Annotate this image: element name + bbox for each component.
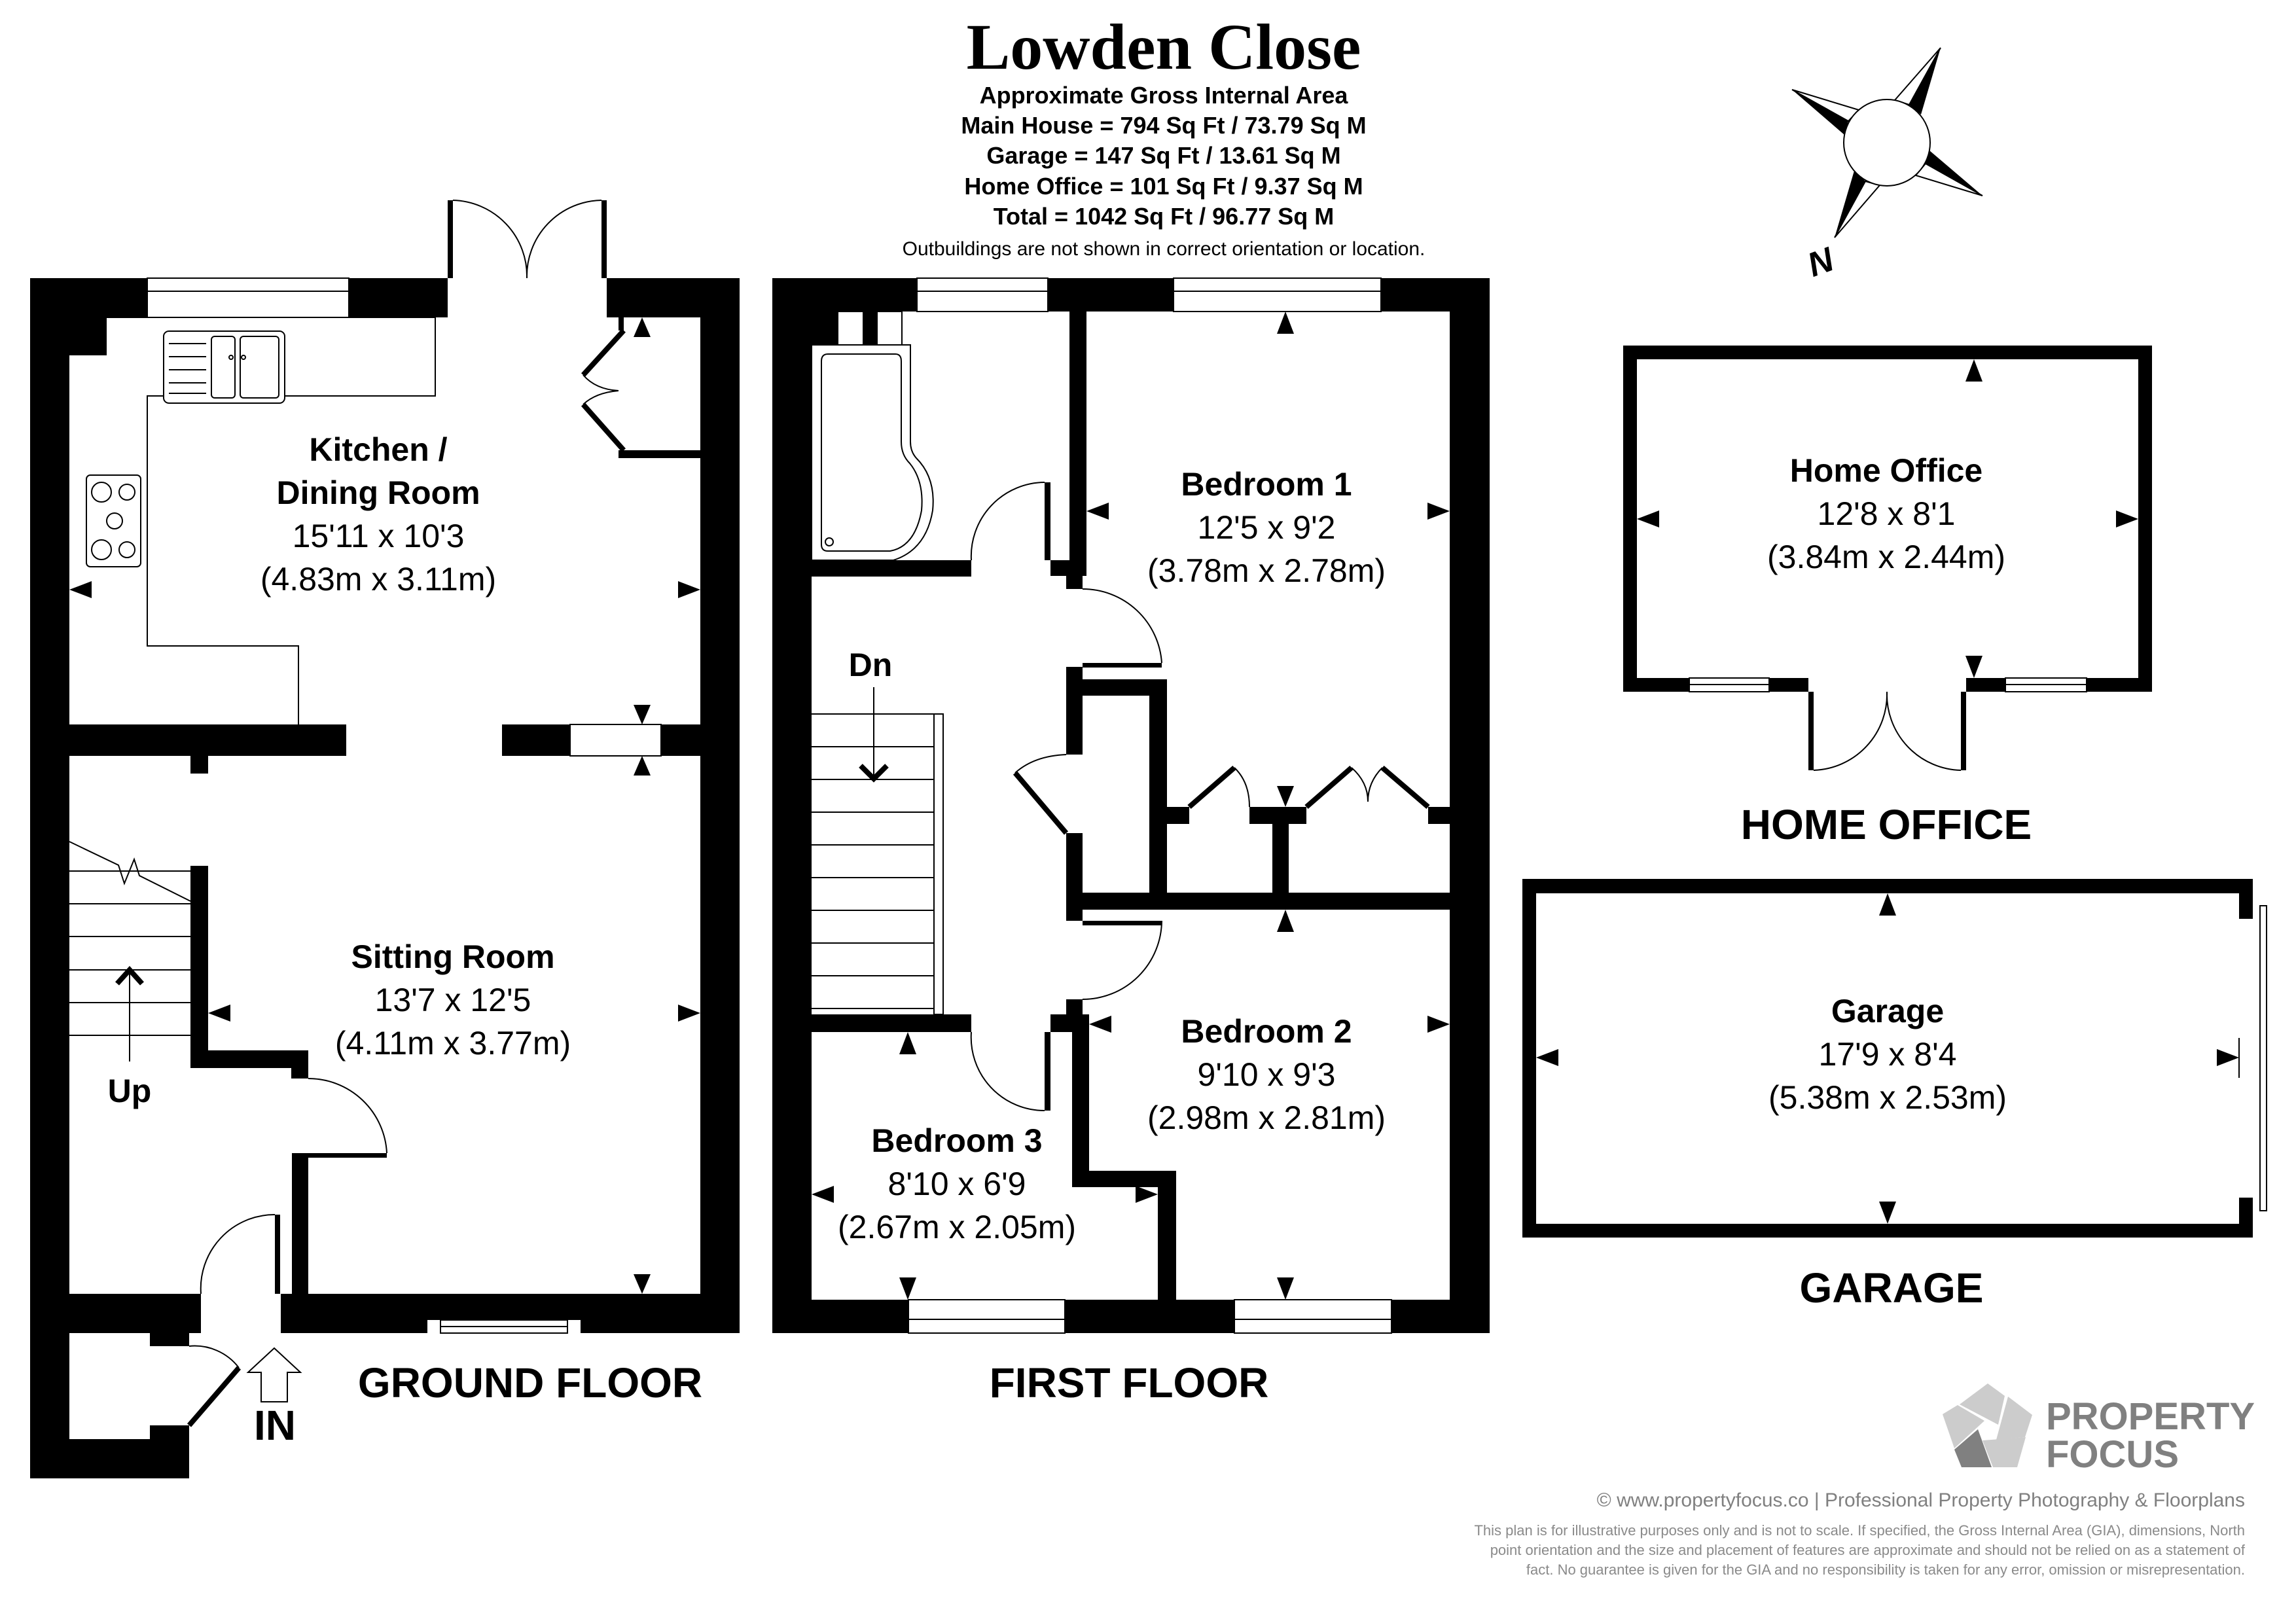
sitting-room-metric: (4.11m x 3.77m) bbox=[335, 1025, 571, 1061]
bedroom2-imperial: 9'10 x 9'3 bbox=[1198, 1056, 1336, 1093]
logo-text-focus: FOCUS bbox=[2046, 1433, 2179, 1476]
worktop-outline bbox=[107, 317, 436, 724]
bath-icon bbox=[811, 344, 934, 561]
home-office-window-left bbox=[1689, 677, 1770, 692]
ground-floor-label: GROUND FLOOR bbox=[358, 1359, 702, 1406]
area-subtitle: Approximate Gross Internal Area bbox=[980, 82, 1349, 109]
bedroom3-door bbox=[970, 1014, 1072, 1112]
sitting-room-name: Sitting Room bbox=[351, 938, 554, 975]
aperture-logo-icon bbox=[1943, 1383, 2032, 1467]
bedroom3-name: Bedroom 3 bbox=[871, 1122, 1042, 1159]
bedroom2-name: Bedroom 2 bbox=[1181, 1013, 1352, 1050]
bedroom1-imperial: 12'5 x 9'2 bbox=[1198, 509, 1336, 546]
area-main-house: Main House = 794 Sq Ft / 73.79 Sq M bbox=[961, 112, 1366, 139]
stairs-up-label: Up bbox=[108, 1073, 152, 1109]
internal-window bbox=[569, 724, 662, 757]
bedroom2-metric: (2.98m x 2.81m) bbox=[1147, 1099, 1386, 1136]
first-floor-plan: Dn bbox=[772, 277, 1490, 1406]
bedroom1-door bbox=[1082, 588, 1162, 668]
bathroom-window bbox=[916, 277, 1049, 312]
bedroom2-window bbox=[1234, 1299, 1392, 1334]
ground-floor-plan: Up bbox=[30, 200, 740, 1478]
sink-icon bbox=[163, 330, 285, 404]
orientation-note: Outbuildings are not shown in correct or… bbox=[903, 238, 1426, 260]
website-credit-link[interactable]: © www.propertyfocus.co | Professional Pr… bbox=[1597, 1489, 2245, 1511]
bathroom bbox=[811, 311, 1086, 589]
home-office-label: HOME OFFICE bbox=[1741, 801, 2032, 848]
bedroom2-door bbox=[1066, 920, 1162, 1014]
bedroom3-imperial: 8'10 x 6'9 bbox=[888, 1166, 1026, 1202]
ground-floor-stairs: Up bbox=[69, 841, 308, 1109]
bedroom1-window bbox=[1173, 277, 1382, 312]
kitchen-metric: (4.83m x 3.11m) bbox=[260, 561, 496, 597]
garage-name: Garage bbox=[1831, 993, 1944, 1029]
garage-door bbox=[2259, 905, 2267, 1211]
stairs-down-label: Dn bbox=[849, 647, 893, 683]
home-office-name: Home Office bbox=[1790, 452, 1983, 489]
north-label: N bbox=[1803, 240, 1839, 285]
garage-imperial: 17'9 x 8'4 bbox=[1819, 1036, 1957, 1073]
bedroom3-metric: (2.67m x 2.05m) bbox=[838, 1209, 1076, 1245]
bedroom1-name: Bedroom 1 bbox=[1181, 466, 1352, 503]
area-home-office: Home Office = 101 Sq Ft / 9.37 Sq M bbox=[964, 173, 1363, 200]
airing-cupboard bbox=[1013, 667, 1167, 921]
page-title: Lowden Close bbox=[967, 10, 1361, 83]
front-door bbox=[200, 1213, 280, 1294]
porch bbox=[30, 1333, 242, 1478]
bedroom1-metric: (3.78m x 2.78m) bbox=[1147, 552, 1386, 589]
area-total: Total = 1042 Sq Ft / 96.77 Sq M bbox=[994, 203, 1335, 230]
sitting-room-door bbox=[292, 1077, 387, 1294]
disclaimer-line1: This plan is for illustrative purposes o… bbox=[1474, 1522, 2245, 1539]
french-doors bbox=[448, 200, 607, 279]
sitting-room-window bbox=[440, 1319, 568, 1334]
first-floor-label: FIRST FLOOR bbox=[990, 1359, 1269, 1406]
wardrobes bbox=[1167, 765, 1450, 893]
kitchen-imperial: 15'11 x 10'3 bbox=[293, 518, 465, 554]
home-office-imperial: 12'8 x 8'1 bbox=[1818, 495, 1956, 532]
property-focus-logo: PROPERTY FOCUS bbox=[1943, 1383, 2255, 1476]
disclaimer-line2: point orientation and the size and place… bbox=[1490, 1542, 2246, 1558]
bedroom3-window bbox=[908, 1299, 1066, 1334]
home-office-plan: Home Office 12'8 x 8'1 (3.84m x 2.44m) H… bbox=[1623, 346, 2152, 848]
kitchen-name-line1: Kitchen / bbox=[309, 431, 447, 468]
garage-plan: Garage 17'9 x 8'4 (5.38m x 2.53m) GARAGE bbox=[1522, 879, 2267, 1311]
entrance-arrow-icon bbox=[246, 1347, 302, 1402]
header: Lowden Close Approximate Gross Internal … bbox=[903, 10, 1426, 260]
kitchen-window bbox=[147, 277, 350, 318]
logo-text-property: PROPERTY bbox=[2046, 1395, 2255, 1438]
home-office-metric: (3.84m x 2.44m) bbox=[1767, 539, 2005, 575]
kitchen-name-line2: Dining Room bbox=[276, 474, 480, 511]
sitting-room-imperial: 13'7 x 12'5 bbox=[375, 982, 531, 1018]
hob-icon bbox=[86, 474, 141, 567]
area-garage: Garage = 147 Sq Ft / 13.61 Sq M bbox=[986, 142, 1340, 169]
home-office-window-right bbox=[2005, 677, 2087, 692]
compass-rose-icon: N bbox=[1791, 47, 1983, 285]
first-floor-stairs: Dn bbox=[812, 647, 944, 1015]
disclaimer-line3: fact. No guarantee is given for the GIA … bbox=[1526, 1561, 2245, 1578]
garage-label: GARAGE bbox=[1800, 1264, 1984, 1311]
kitchen-cupboard bbox=[581, 317, 700, 458]
home-office-french-doors bbox=[1808, 691, 1966, 771]
entrance-label: IN bbox=[254, 1402, 296, 1449]
garage-metric: (5.38m x 2.53m) bbox=[1768, 1079, 2007, 1116]
